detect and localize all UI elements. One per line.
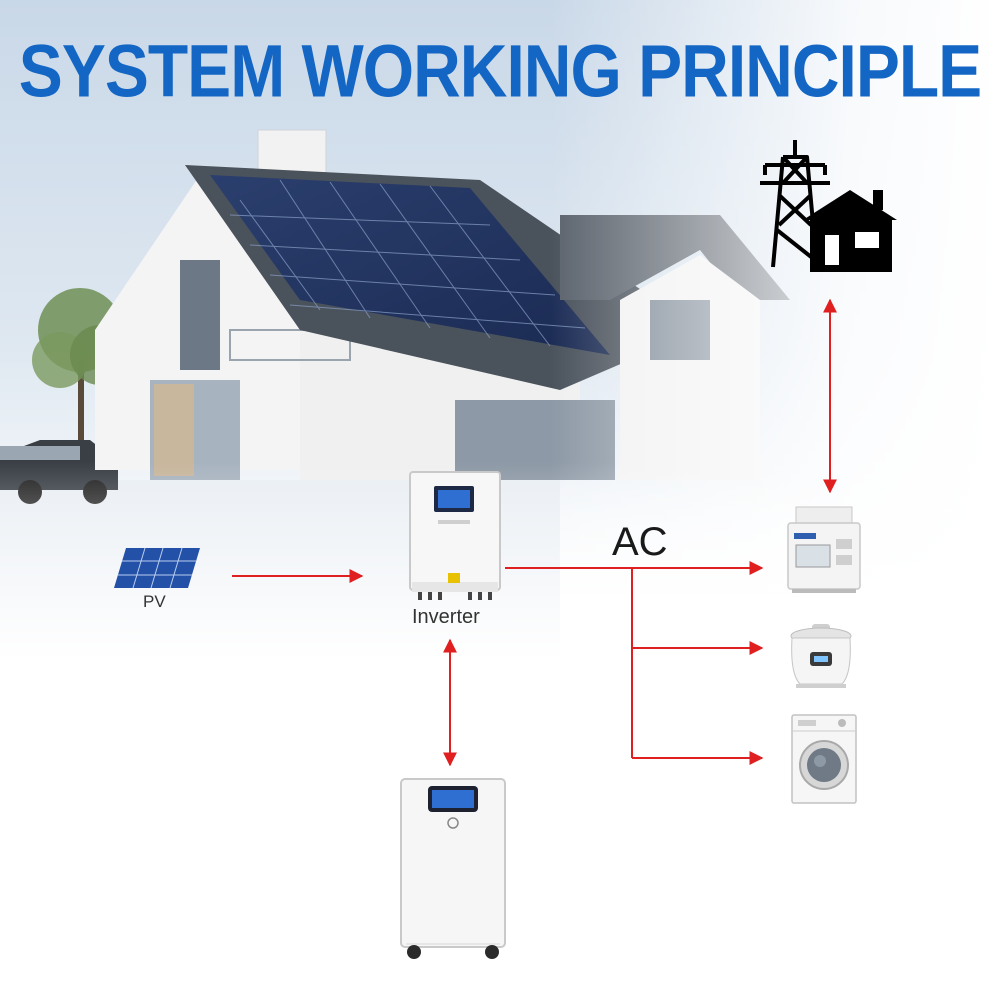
page-title: SYSTEM WORKING PRINCIPLE xyxy=(18,29,982,112)
inverter-label: Inverter xyxy=(412,606,480,628)
pv-panel-icon xyxy=(114,547,200,589)
battery-storage-icon xyxy=(400,778,506,959)
inverter-icon xyxy=(409,471,501,600)
grid-pylon-house-icon xyxy=(760,140,897,272)
rice-cooker-icon xyxy=(790,624,852,688)
pv-label: PV xyxy=(143,592,166,611)
ac-label: AC xyxy=(612,520,668,564)
energy-meter-icon xyxy=(787,506,861,593)
washing-machine-icon xyxy=(791,714,857,804)
